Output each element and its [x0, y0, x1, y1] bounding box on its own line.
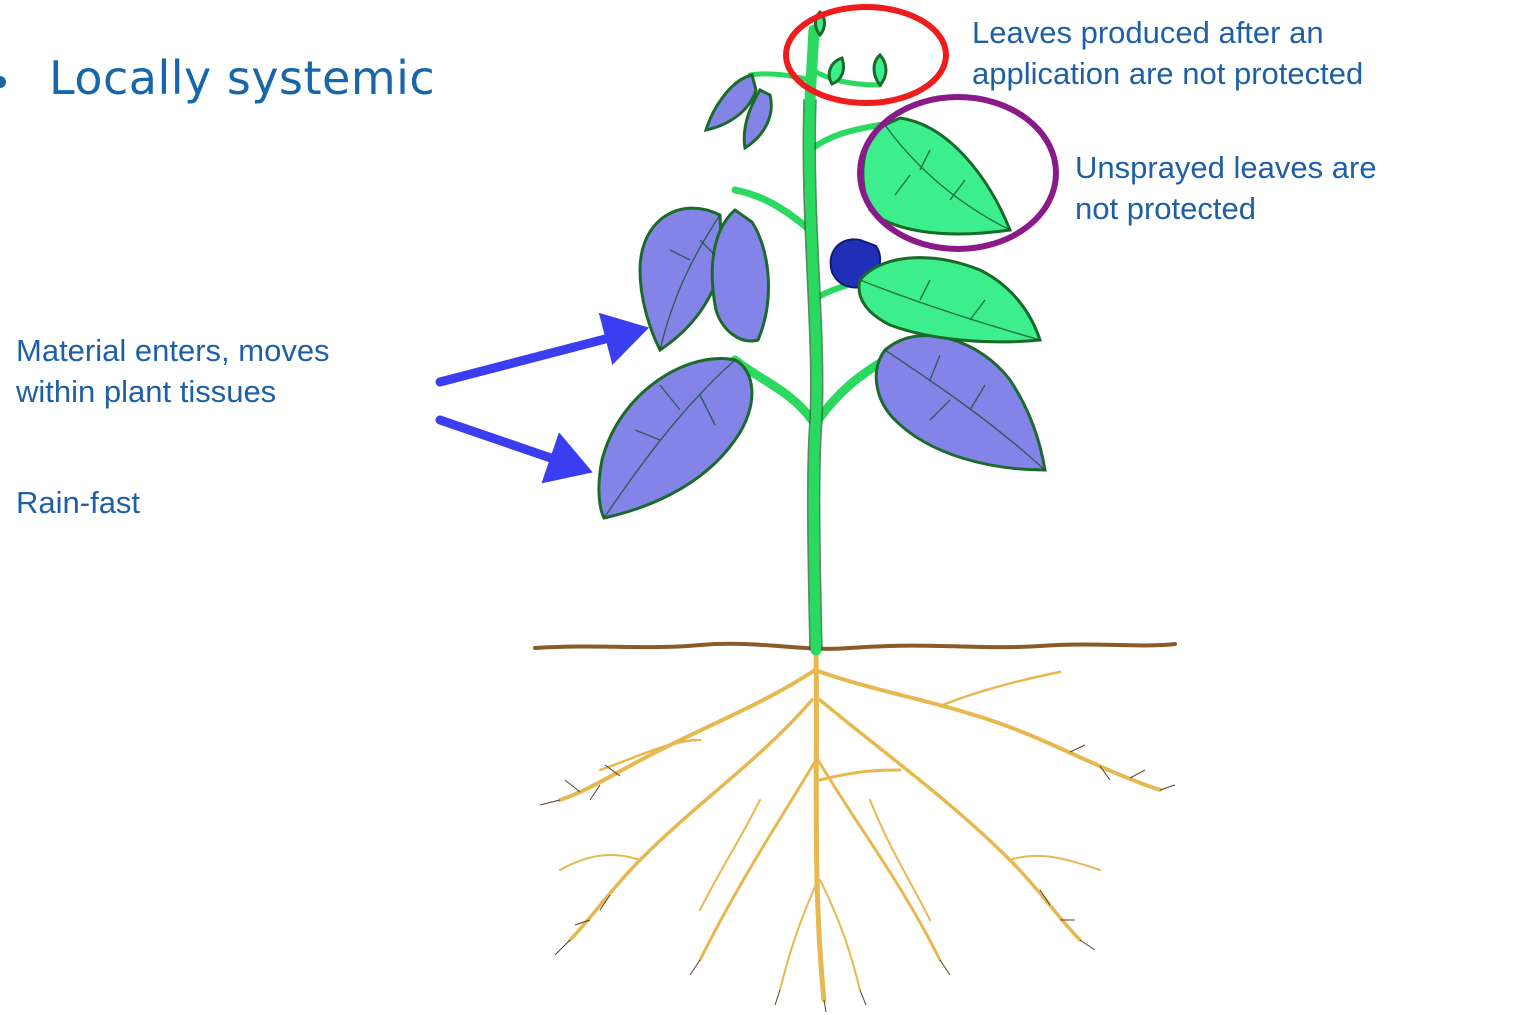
callout-new-leaves-line1: Leaves produced after an: [972, 15, 1324, 50]
callout-material: Material enters, moves within plant tiss…: [16, 330, 330, 412]
soil-line: [535, 644, 1175, 649]
callout-material-line1: Material enters, moves: [16, 333, 330, 368]
callout-rainfast: Rain-fast: [16, 482, 140, 523]
roots: [560, 650, 1160, 1000]
callout-unsprayed-line2: not protected: [1075, 191, 1256, 226]
arrow-to-upper-leaf: [440, 331, 636, 382]
arrow-to-lower-leaf: [440, 420, 580, 468]
callout-material-line2: within plant tissues: [16, 374, 276, 409]
callout-new-leaves: Leaves produced after an application are…: [972, 12, 1363, 94]
callout-unsprayed-line1: Unsprayed leaves are: [1075, 150, 1377, 185]
root-hairs: [540, 745, 1175, 1012]
callout-unsprayed: Unsprayed leaves are not protected: [1075, 147, 1377, 229]
callout-new-leaves-line2: application are not protected: [972, 56, 1363, 91]
